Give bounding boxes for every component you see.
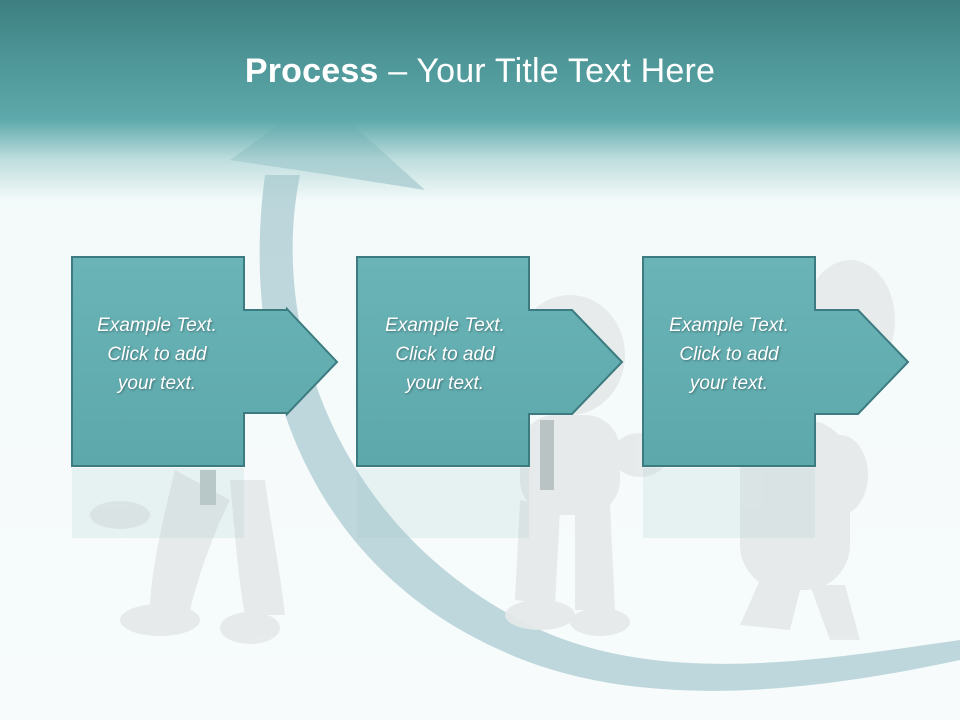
step-1-line3: your text.	[117, 373, 197, 394]
step-2-shape[interactable]	[356, 256, 624, 467]
title-strong: Process	[244, 52, 379, 90]
step-2-line1: Example Text.	[385, 315, 505, 336]
step-3-line2: Click to add	[679, 344, 779, 365]
box-reflections	[72, 468, 815, 538]
slide-title[interactable]: Process – Your Title Text Here	[0, 52, 960, 91]
step-3-text[interactable]: Example Text. Click to add your text.	[644, 311, 814, 398]
step-2-text[interactable]: Example Text. Click to add your text.	[360, 311, 530, 398]
step-3-shape[interactable]	[642, 256, 910, 467]
header-band	[0, 0, 960, 200]
step-1-line1: Example Text.	[97, 315, 217, 336]
step-2-line2: Click to add	[395, 344, 495, 365]
step-1-line2: Click to add	[107, 344, 207, 365]
step-2-line3: your text.	[405, 373, 485, 394]
step-3-line3: your text.	[689, 373, 769, 394]
title-rest: – Your Title Text Here	[378, 52, 716, 90]
step-3-line1: Example Text.	[669, 315, 789, 336]
step-1-text[interactable]: Example Text. Click to add your text.	[72, 311, 242, 398]
step-1-shape[interactable]	[71, 256, 339, 467]
